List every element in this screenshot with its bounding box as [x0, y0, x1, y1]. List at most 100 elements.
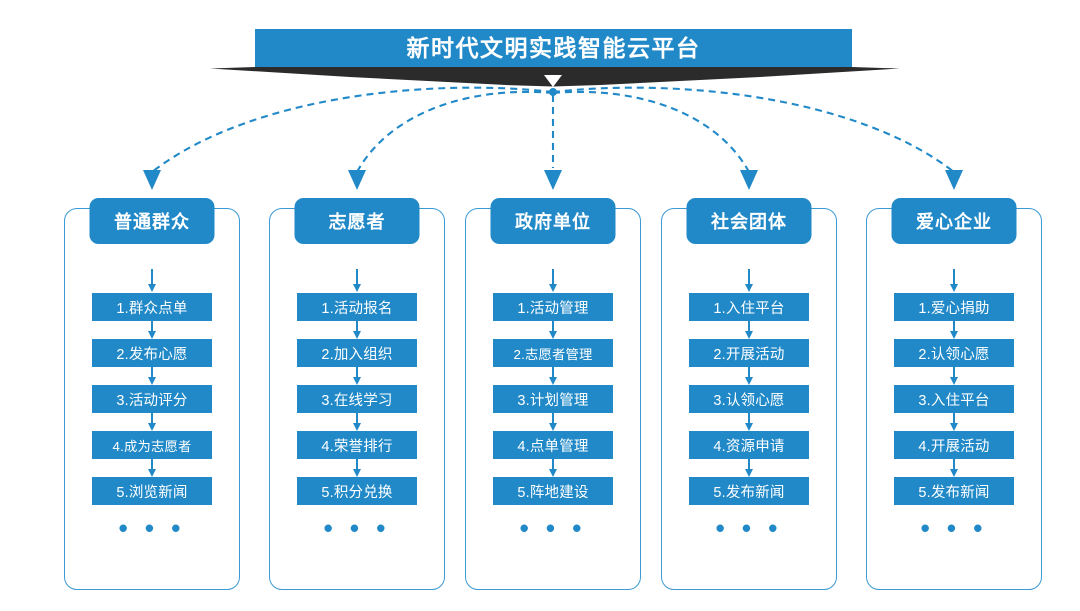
step-item-label: 5.浏览新闻	[116, 484, 188, 501]
step-item[interactable]: 1.活动管理	[493, 293, 613, 321]
column-steps-government-unit: 1.活动管理 2.志愿者管理 3.计划管理 4.点单管理 5.阵地建设 • • •	[466, 269, 640, 543]
platform-title-bar: 新时代文明实践智能云平台	[255, 29, 852, 67]
column-header-government-unit[interactable]: 政府单位	[490, 198, 616, 244]
step-item-label: 2.志愿者管理	[513, 346, 593, 362]
step-item-label: 3.认领心愿	[713, 392, 785, 409]
step-item[interactable]: 3.认领心愿	[689, 385, 809, 413]
step-item-label: 4.资源申请	[713, 438, 785, 455]
arrow-down-icon	[548, 413, 558, 431]
column-general-public: 普通群众 1.群众点单 2.发布心愿 3.活动评分 4.成为志愿者 5.浏览新闻 • • •	[64, 198, 240, 590]
step-item[interactable]: 5.积分兑换	[297, 477, 417, 505]
arrow-down-icon	[352, 269, 362, 293]
step-item-label: 2.认领心愿	[918, 346, 990, 363]
arrowhead-volunteer	[348, 170, 366, 190]
more-items-ellipsis[interactable]: • • •	[323, 513, 391, 543]
step-item-label: 4.成为志愿者	[112, 438, 192, 454]
connector-to-social-group	[552, 90, 750, 173]
step-item[interactable]: 4.点单管理	[493, 431, 613, 459]
arrow-down-icon	[949, 459, 959, 477]
column-caring-enterprise: 爱心企业 1.爱心捐助 2.认领心愿 3.入住平台 4.开展活动 5.发布新闻 • • •	[866, 198, 1042, 590]
arrow-down-icon	[548, 321, 558, 339]
step-item[interactable]: 5.发布新闻	[894, 477, 1014, 505]
connector-to-general-public	[151, 86, 554, 173]
arrow-down-icon	[744, 367, 754, 385]
step-item[interactable]: 1.入住平台	[689, 293, 809, 321]
arrow-down-icon	[744, 269, 754, 293]
column-steps-general-public: 1.群众点单 2.发布心愿 3.活动评分 4.成为志愿者 5.浏览新闻 • • •	[65, 269, 239, 543]
column-header-label: 社会团体	[711, 212, 787, 232]
step-item-label: 2.发布心愿	[116, 346, 188, 363]
arrow-down-icon	[147, 367, 157, 385]
arrowhead-social-group	[740, 170, 758, 190]
arrow-down-icon	[352, 367, 362, 385]
column-header-label: 爱心企业	[916, 212, 992, 232]
step-item-label: 2.加入组织	[321, 346, 393, 363]
more-items-ellipsis[interactable]: • • •	[715, 513, 783, 543]
column-government-unit: 政府单位 1.活动管理 2.志愿者管理 3.计划管理 4.点单管理 5.阵地建设 • • •	[465, 198, 641, 590]
arrow-down-icon	[147, 269, 157, 293]
step-item[interactable]: 5.浏览新闻	[92, 477, 212, 505]
column-header-caring-enterprise[interactable]: 爱心企业	[891, 198, 1017, 244]
step-item[interactable]: 3.在线学习	[297, 385, 417, 413]
step-item[interactable]: 3.活动评分	[92, 385, 212, 413]
step-item[interactable]: 2.认领心愿	[894, 339, 1014, 367]
column-header-label: 普通群众	[114, 212, 190, 232]
step-item[interactable]: 5.阵地建设	[493, 477, 613, 505]
step-item[interactable]: 1.活动报名	[297, 293, 417, 321]
connector-to-volunteer	[356, 90, 554, 173]
step-item-label: 1.群众点单	[116, 300, 188, 317]
column-volunteer: 志愿者 1.活动报名 2.加入组织 3.在线学习 4.荣誉排行 5.积分兑换 • • •	[269, 198, 445, 590]
arrow-down-icon	[949, 413, 959, 431]
arrow-down-icon	[352, 321, 362, 339]
column-header-label: 政府单位	[515, 212, 591, 232]
arrow-down-icon	[548, 459, 558, 477]
column-social-group: 社会团体 1.入住平台 2.开展活动 3.认领心愿 4.资源申请 5.发布新闻 • • •	[661, 198, 837, 590]
more-items-ellipsis[interactable]: • • •	[519, 513, 587, 543]
step-item-label: 1.爱心捐助	[918, 300, 990, 317]
arrow-down-icon	[147, 459, 157, 477]
step-item-label: 1.活动管理	[517, 300, 589, 317]
arrow-down-icon	[949, 321, 959, 339]
column-steps-volunteer: 1.活动报名 2.加入组织 3.在线学习 4.荣誉排行 5.积分兑换 • • •	[270, 269, 444, 543]
step-item[interactable]: 1.群众点单	[92, 293, 212, 321]
column-header-volunteer[interactable]: 志愿者	[294, 198, 420, 244]
step-item[interactable]: 2.志愿者管理	[493, 339, 613, 367]
column-steps-social-group: 1.入住平台 2.开展活动 3.认领心愿 4.资源申请 5.发布新闻 • • •	[662, 269, 836, 543]
more-items-ellipsis[interactable]: • • •	[118, 513, 186, 543]
arrow-down-icon	[744, 321, 754, 339]
step-item[interactable]: 2.开展活动	[689, 339, 809, 367]
more-items-ellipsis[interactable]: • • •	[920, 513, 988, 543]
step-item-label: 3.在线学习	[321, 392, 393, 409]
step-item-label: 3.活动评分	[116, 392, 188, 409]
step-item[interactable]: 5.发布新闻	[689, 477, 809, 505]
step-item[interactable]: 2.发布心愿	[92, 339, 212, 367]
column-header-general-public[interactable]: 普通群众	[89, 198, 215, 244]
step-item-label: 4.开展活动	[918, 438, 990, 455]
step-item[interactable]: 2.加入组织	[297, 339, 417, 367]
arrowhead-government	[544, 170, 562, 190]
arrow-down-icon	[548, 269, 558, 293]
step-item[interactable]: 3.入住平台	[894, 385, 1014, 413]
step-item[interactable]: 1.爱心捐助	[894, 293, 1014, 321]
step-item-label: 5.阵地建设	[517, 484, 589, 501]
arrow-down-icon	[548, 367, 558, 385]
page-title: 新时代文明实践智能云平台	[406, 34, 701, 61]
arrow-down-icon	[352, 413, 362, 431]
arrow-down-icon	[949, 367, 959, 385]
step-item[interactable]: 4.成为志愿者	[92, 431, 212, 459]
step-item-label: 4.点单管理	[517, 438, 589, 455]
connector-to-enterprise	[552, 86, 955, 173]
step-item[interactable]: 4.开展活动	[894, 431, 1014, 459]
step-item[interactable]: 4.资源申请	[689, 431, 809, 459]
step-item[interactable]: 3.计划管理	[493, 385, 613, 413]
step-item-label: 3.计划管理	[517, 392, 589, 409]
step-item[interactable]: 4.荣誉排行	[297, 431, 417, 459]
arrowhead-enterprise	[945, 170, 963, 190]
column-header-social-group[interactable]: 社会团体	[686, 198, 812, 244]
arrow-down-icon	[147, 413, 157, 431]
column-header-label: 志愿者	[328, 212, 386, 232]
platform-title-banner: 新时代文明实践智能云平台	[255, 29, 852, 67]
arrowhead-general-public	[143, 170, 161, 190]
